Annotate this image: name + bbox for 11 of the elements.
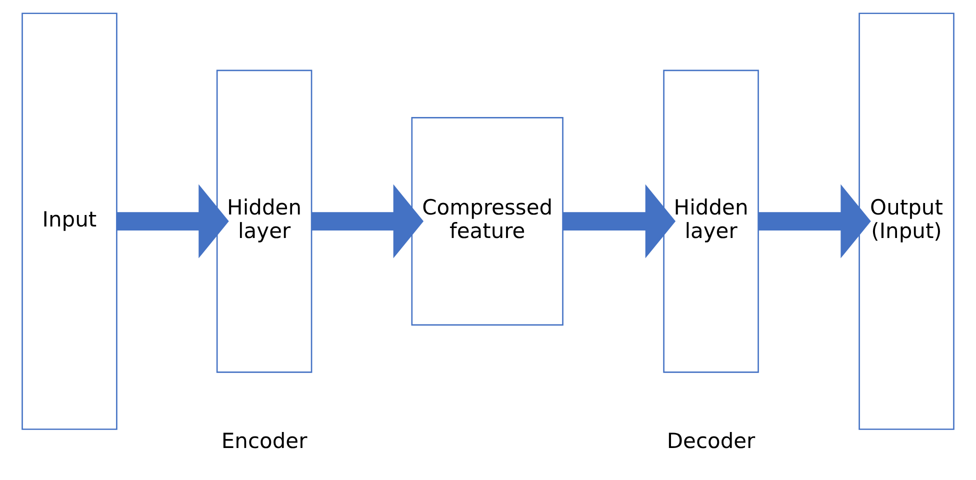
arrow: [116, 184, 229, 258]
node-box: Hidden layer: [216, 70, 312, 373]
label: Decoder: [666, 429, 756, 454]
node-box: Output (Input): [858, 12, 954, 430]
arrow: [562, 184, 676, 258]
node-box: Input: [22, 12, 118, 430]
arrow: [312, 184, 424, 258]
node-box: Compressed feature: [411, 117, 564, 326]
node-box: Hidden layer: [663, 70, 759, 373]
arrow: [758, 184, 871, 258]
label: Encoder: [221, 429, 308, 454]
